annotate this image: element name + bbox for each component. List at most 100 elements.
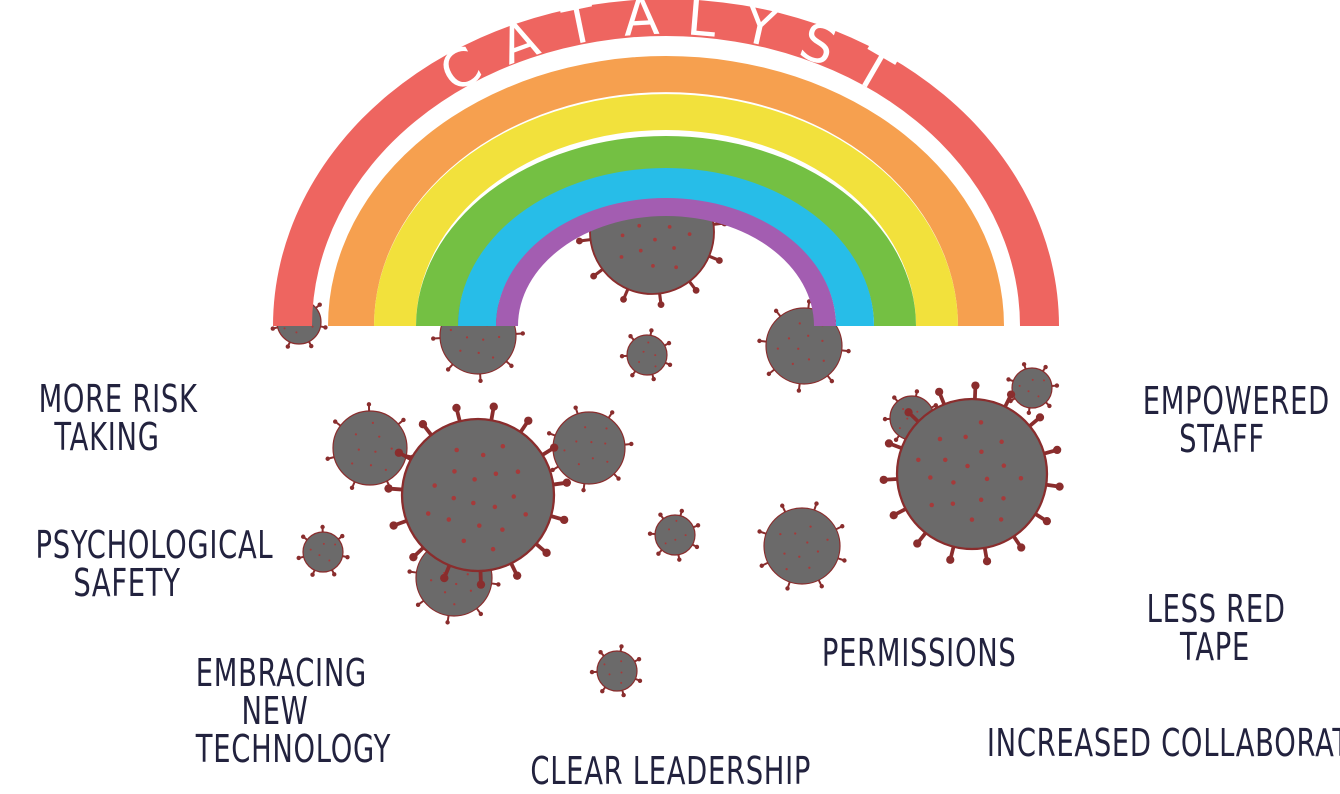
virus-spot <box>351 462 354 465</box>
virus-spot <box>453 603 456 606</box>
virus-spike-tip <box>407 569 412 574</box>
virus-spike-tip <box>637 678 643 684</box>
virus-spike-tip <box>496 582 501 587</box>
virus-spot <box>482 338 485 341</box>
virus-spot <box>822 359 825 362</box>
virus-spot <box>620 671 623 674</box>
virus-spot <box>1042 379 1045 382</box>
virus-spike-tip <box>549 443 559 452</box>
virus-spot <box>1031 378 1034 381</box>
label-psychological-safety: PSYCHOLOGICAL SAFETY <box>36 526 273 602</box>
virus-spike-tip <box>394 448 404 457</box>
virus-spot <box>480 452 486 458</box>
label-line: TAPE <box>1180 625 1250 669</box>
virus-cluster-front <box>296 328 1064 698</box>
virus-spike-tip <box>575 237 583 245</box>
virus-spike-tip <box>401 417 406 423</box>
virus-spot <box>668 528 671 531</box>
virus-spike-tip <box>1006 390 1016 399</box>
virus-body <box>596 650 638 692</box>
virus-spike-tip <box>619 644 624 649</box>
virus-spot <box>808 566 811 569</box>
virus-spot <box>826 538 829 541</box>
virus-spike-tip <box>893 437 899 442</box>
virus-spike-tip <box>666 340 672 346</box>
virus-spike-tip <box>679 508 685 514</box>
virus-spot <box>978 497 984 503</box>
virus-spot <box>455 582 458 586</box>
virus-spike-tip <box>715 257 723 264</box>
virus-spike-tip <box>620 295 627 303</box>
virus-spike-tip <box>935 387 944 396</box>
virus-spike-tip <box>546 431 552 436</box>
virus-spot <box>1037 395 1040 398</box>
virus-spot <box>929 502 934 508</box>
virus-spot <box>378 435 381 438</box>
virus-spike-tip <box>550 467 555 473</box>
virus-spot <box>606 460 609 463</box>
virus-spot <box>466 573 469 576</box>
virus-spike-tip <box>366 402 372 407</box>
virus-spike-tip <box>879 475 888 484</box>
virus-spike-tip <box>478 378 483 383</box>
virus-spot <box>605 427 608 430</box>
virus-icon <box>325 402 415 490</box>
virus-spot <box>604 442 607 445</box>
virus-spot <box>490 546 496 552</box>
virus-spot <box>451 495 457 501</box>
virus-spot <box>654 365 657 368</box>
virus-spike-tip <box>589 669 595 675</box>
virus-icon <box>757 299 851 393</box>
virus-spike-tip <box>630 373 635 378</box>
virus-spike-tip <box>317 302 322 307</box>
virus-spot <box>675 519 678 522</box>
virus-spot <box>575 440 578 443</box>
label-line: TECHNOLOGY <box>195 727 392 771</box>
virus-body <box>765 307 843 385</box>
virus-spot <box>821 339 824 343</box>
virus-spot <box>687 232 692 237</box>
virus-spot <box>577 463 580 466</box>
virus-spot <box>309 548 312 551</box>
virus-spot <box>515 469 521 474</box>
virus-body <box>654 514 696 556</box>
virus-spot <box>654 354 657 357</box>
virus-body <box>626 334 668 376</box>
virus-spike-tip <box>562 478 572 487</box>
virus-spot <box>807 358 811 361</box>
virus-spike-tip <box>773 308 779 314</box>
virus-spike-tip <box>573 405 578 410</box>
virus-spike-tip <box>651 376 656 382</box>
virus-spike-tip <box>982 557 992 566</box>
virus-spike-tip <box>757 338 762 344</box>
virus-body <box>332 410 408 486</box>
virus-spike-tip <box>542 548 551 557</box>
virus-spot <box>390 447 393 450</box>
virus-spike-tip <box>440 573 449 583</box>
virus-spot <box>776 347 779 350</box>
virus-spot <box>1018 476 1024 481</box>
virus-spike-tip <box>1047 403 1052 409</box>
rainbow-band <box>496 198 836 326</box>
virus-spike-tip <box>971 381 980 390</box>
virus-spot <box>443 591 447 594</box>
virus-spot <box>674 265 678 270</box>
virus-spike-tip <box>476 580 486 589</box>
virus-spot <box>425 511 431 516</box>
label-line: PERMISSIONS <box>821 631 1017 675</box>
virus-icon <box>546 405 634 493</box>
virus-spike-tip <box>270 326 276 331</box>
virus-spot <box>951 480 956 485</box>
virus-spike-tip <box>892 395 897 400</box>
virus-spike-tip <box>285 344 291 349</box>
virus-spot <box>1027 390 1030 393</box>
virus-spot <box>472 477 477 482</box>
virus-spot <box>937 436 943 442</box>
virus-spot <box>674 538 677 541</box>
virus-spot <box>500 443 506 449</box>
label-less-red-tape: LESS RED TAPE <box>1147 590 1285 669</box>
virus-spot <box>999 439 1004 445</box>
rainbow-band <box>416 136 916 326</box>
virus-spot <box>928 475 933 480</box>
